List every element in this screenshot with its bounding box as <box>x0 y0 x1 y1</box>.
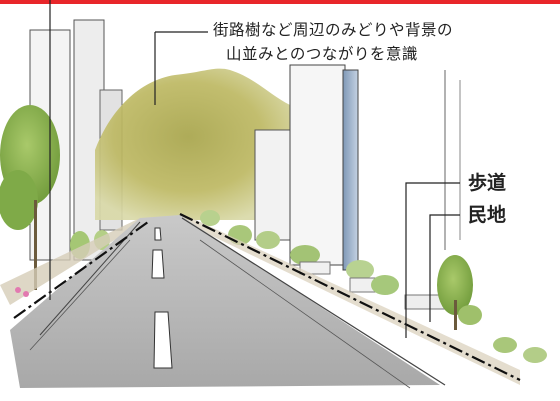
right-sidewalk <box>175 215 520 385</box>
mountain-greenery <box>95 68 302 220</box>
top-red-bar <box>0 0 560 4</box>
right-buildings <box>254 64 461 271</box>
flowers-left <box>15 287 29 297</box>
label-private-land: 民地 <box>468 204 507 226</box>
annotation-line-2: 山並みとのつながりを意識 <box>226 45 418 63</box>
street-trees-left <box>0 105 110 290</box>
street-trees-right <box>200 210 547 363</box>
boundary-lines <box>13 213 521 381</box>
annotation-line-1: 街路樹など周辺のみどりや背景の <box>213 21 454 39</box>
leader-lines <box>49 0 460 338</box>
lane-markings <box>151 227 173 369</box>
left-sidewalk <box>0 218 150 305</box>
label-sidewalk: 歩道 <box>468 172 507 194</box>
road <box>10 215 440 388</box>
